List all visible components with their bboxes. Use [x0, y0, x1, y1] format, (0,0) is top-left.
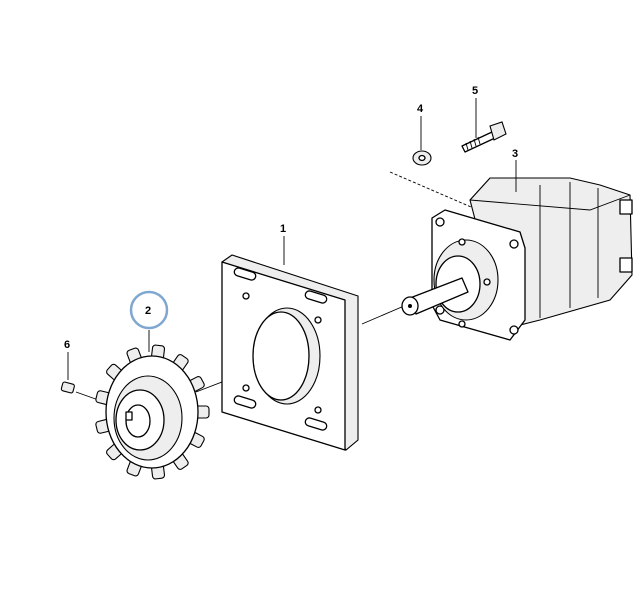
callout-2[interactable]: 2	[145, 305, 151, 317]
hydraulic-motor[interactable]	[401, 177, 633, 341]
callout-1[interactable]: 1	[280, 223, 286, 235]
highlight-circle	[129, 290, 169, 330]
callout-6[interactable]: 6	[64, 339, 70, 351]
sprocket[interactable]	[95, 344, 210, 480]
axis-line-shaft	[361, 305, 405, 325]
callout-5[interactable]: 5	[472, 85, 478, 97]
washer[interactable]	[412, 150, 432, 166]
callout-4[interactable]: 4	[417, 103, 424, 115]
axis-line-bolt	[389, 171, 479, 211]
bolt[interactable]	[461, 121, 507, 153]
mounting-plate[interactable]	[221, 254, 359, 451]
set-screw[interactable]	[60, 381, 75, 394]
callout-3[interactable]: 3	[512, 148, 518, 160]
